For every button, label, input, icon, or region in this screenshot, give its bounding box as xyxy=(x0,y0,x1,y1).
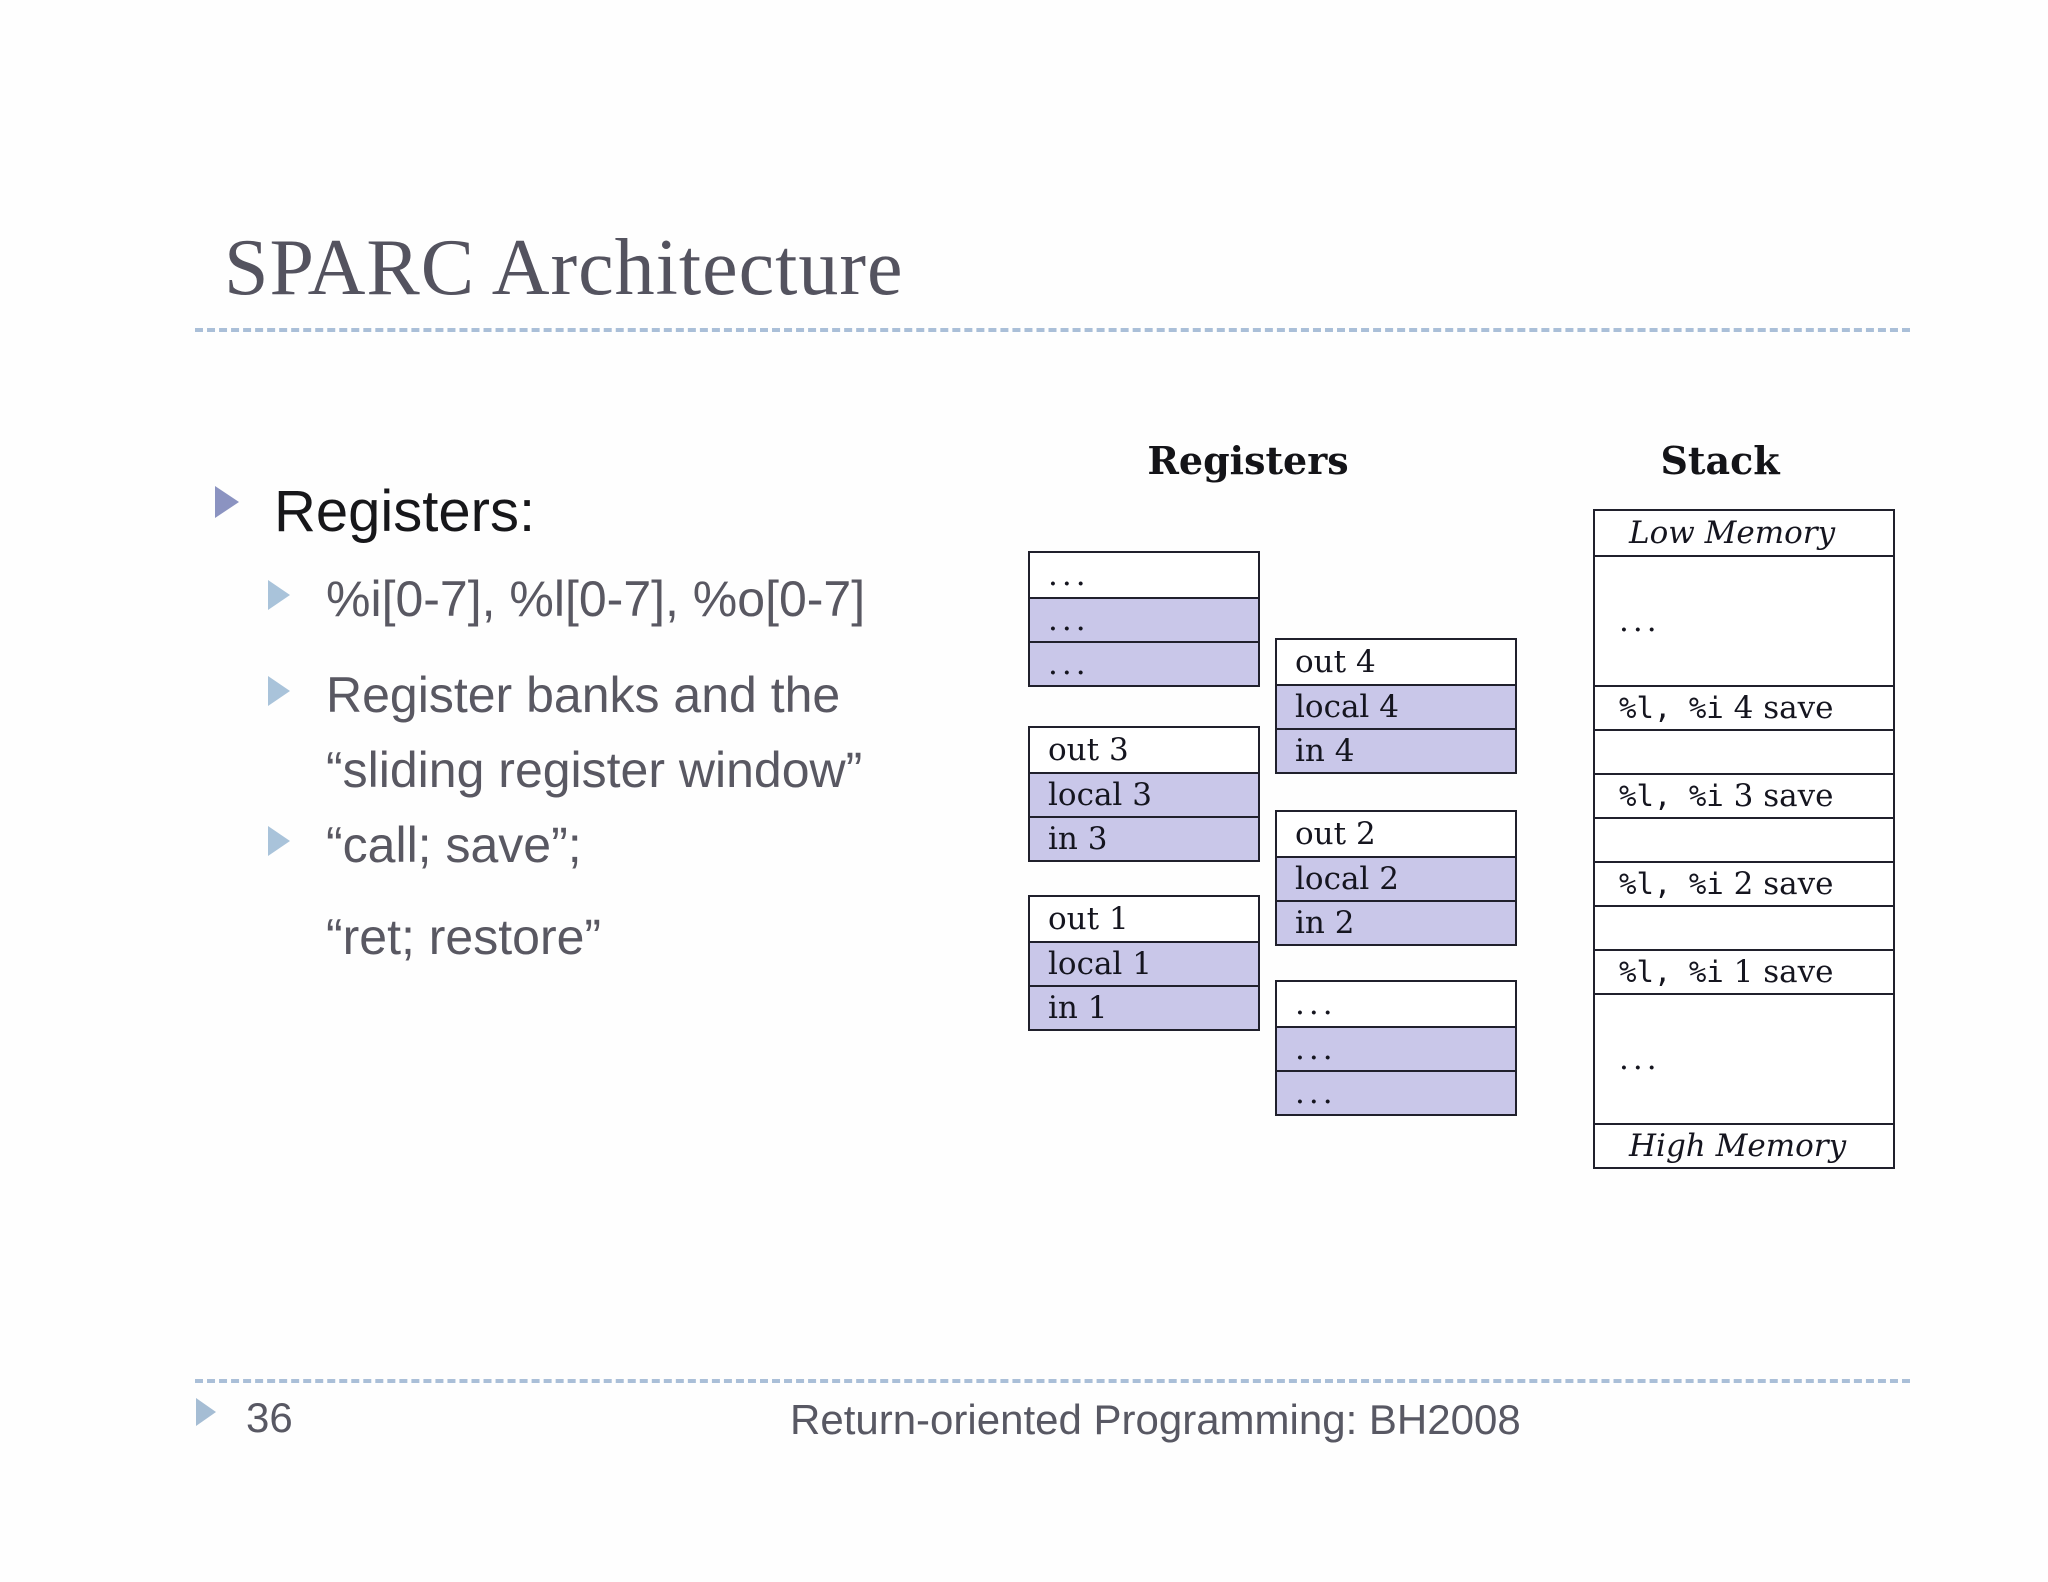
register-row: local 1 xyxy=(1030,941,1258,985)
bullet-level1-label: Registers: xyxy=(274,479,536,544)
bullet-item-banks-line2: “sliding register window” xyxy=(326,742,863,798)
register-row: ... xyxy=(1277,1026,1515,1070)
register-row: in 3 xyxy=(1030,816,1258,860)
bullet-triangle-icon xyxy=(215,486,239,518)
bullet-triangle-icon xyxy=(268,676,290,706)
register-row: in 1 xyxy=(1030,985,1258,1029)
stack-row-ellipsis: ... xyxy=(1595,993,1893,1123)
register-names-label: %l, %i xyxy=(1619,691,1724,725)
register-names-label: %l, %i xyxy=(1619,955,1724,989)
stack-row-save: %l, %i 3 save xyxy=(1595,773,1893,817)
stack-row-empty xyxy=(1595,905,1893,949)
register-row: out 1 xyxy=(1048,901,1129,937)
save-label: 3 save xyxy=(1723,778,1834,814)
register-window-box: out 1 local 1 in 1 xyxy=(1028,895,1260,1031)
registers-heading: Registers xyxy=(1147,438,1349,483)
stack-row-save: %l, %i 1 save xyxy=(1595,949,1893,993)
register-window-box: ... ... ... xyxy=(1028,551,1260,687)
save-label: 1 save xyxy=(1723,954,1834,990)
bullet-triangle-icon xyxy=(268,580,290,610)
stack-row-empty xyxy=(1595,817,1893,861)
stack-heading: Stack xyxy=(1660,438,1780,483)
register-row: ... xyxy=(1277,1070,1515,1114)
stack-row-save: %l, %i 4 save xyxy=(1595,685,1893,729)
register-window-box: out 2 local 2 in 2 xyxy=(1275,810,1517,946)
save-label: 2 save xyxy=(1723,866,1834,902)
register-row: ... xyxy=(1048,557,1090,593)
stack-row-empty xyxy=(1595,729,1893,773)
title-underline-rule xyxy=(195,328,1910,332)
register-row: out 2 xyxy=(1295,816,1376,852)
page-number: 36 xyxy=(246,1394,293,1441)
stack-row-save: %l, %i 2 save xyxy=(1595,861,1893,905)
stack-row-low-memory: Low Memory xyxy=(1629,515,1836,551)
register-row: ... xyxy=(1030,641,1258,685)
register-row: in 4 xyxy=(1277,728,1515,772)
save-label: 4 save xyxy=(1723,690,1834,726)
bullet-item-registers: %i[0-7], %l[0-7], %o[0-7] xyxy=(326,571,866,627)
bullet-item-call-line1: “call; save”; xyxy=(326,817,582,873)
page-title: SPARC Architecture xyxy=(224,224,904,312)
register-row: in 2 xyxy=(1277,900,1515,944)
register-row: local 3 xyxy=(1030,772,1258,816)
stack-row-high-memory: High Memory xyxy=(1595,1123,1893,1167)
register-row: ... xyxy=(1030,597,1258,641)
register-window-box: out 3 local 3 in 3 xyxy=(1028,726,1260,862)
bullet-item-call-line2: “ret; restore” xyxy=(326,909,602,965)
register-names-label: %l, %i xyxy=(1619,867,1724,901)
register-row: local 2 xyxy=(1277,856,1515,900)
register-row: ... xyxy=(1295,986,1337,1022)
register-row: local 4 xyxy=(1277,684,1515,728)
footer-rule xyxy=(195,1379,1910,1383)
bullet-item-banks-line1: Register banks and the xyxy=(326,667,841,723)
stack-row-ellipsis: ... xyxy=(1595,555,1893,685)
register-window-box: out 4 local 4 in 4 xyxy=(1275,638,1517,774)
bullet-triangle-icon xyxy=(268,826,290,856)
stack-box: Low Memory ... %l, %i 4 save %l, %i 3 sa… xyxy=(1593,509,1895,1169)
register-window-box: ... ... ... xyxy=(1275,980,1517,1116)
register-row: out 3 xyxy=(1048,732,1129,768)
footer-title: Return-oriented Programming: BH2008 xyxy=(790,1396,1521,1443)
register-row: out 4 xyxy=(1295,644,1376,680)
footer-triangle-icon xyxy=(196,1398,216,1426)
register-names-label: %l, %i xyxy=(1619,779,1724,813)
